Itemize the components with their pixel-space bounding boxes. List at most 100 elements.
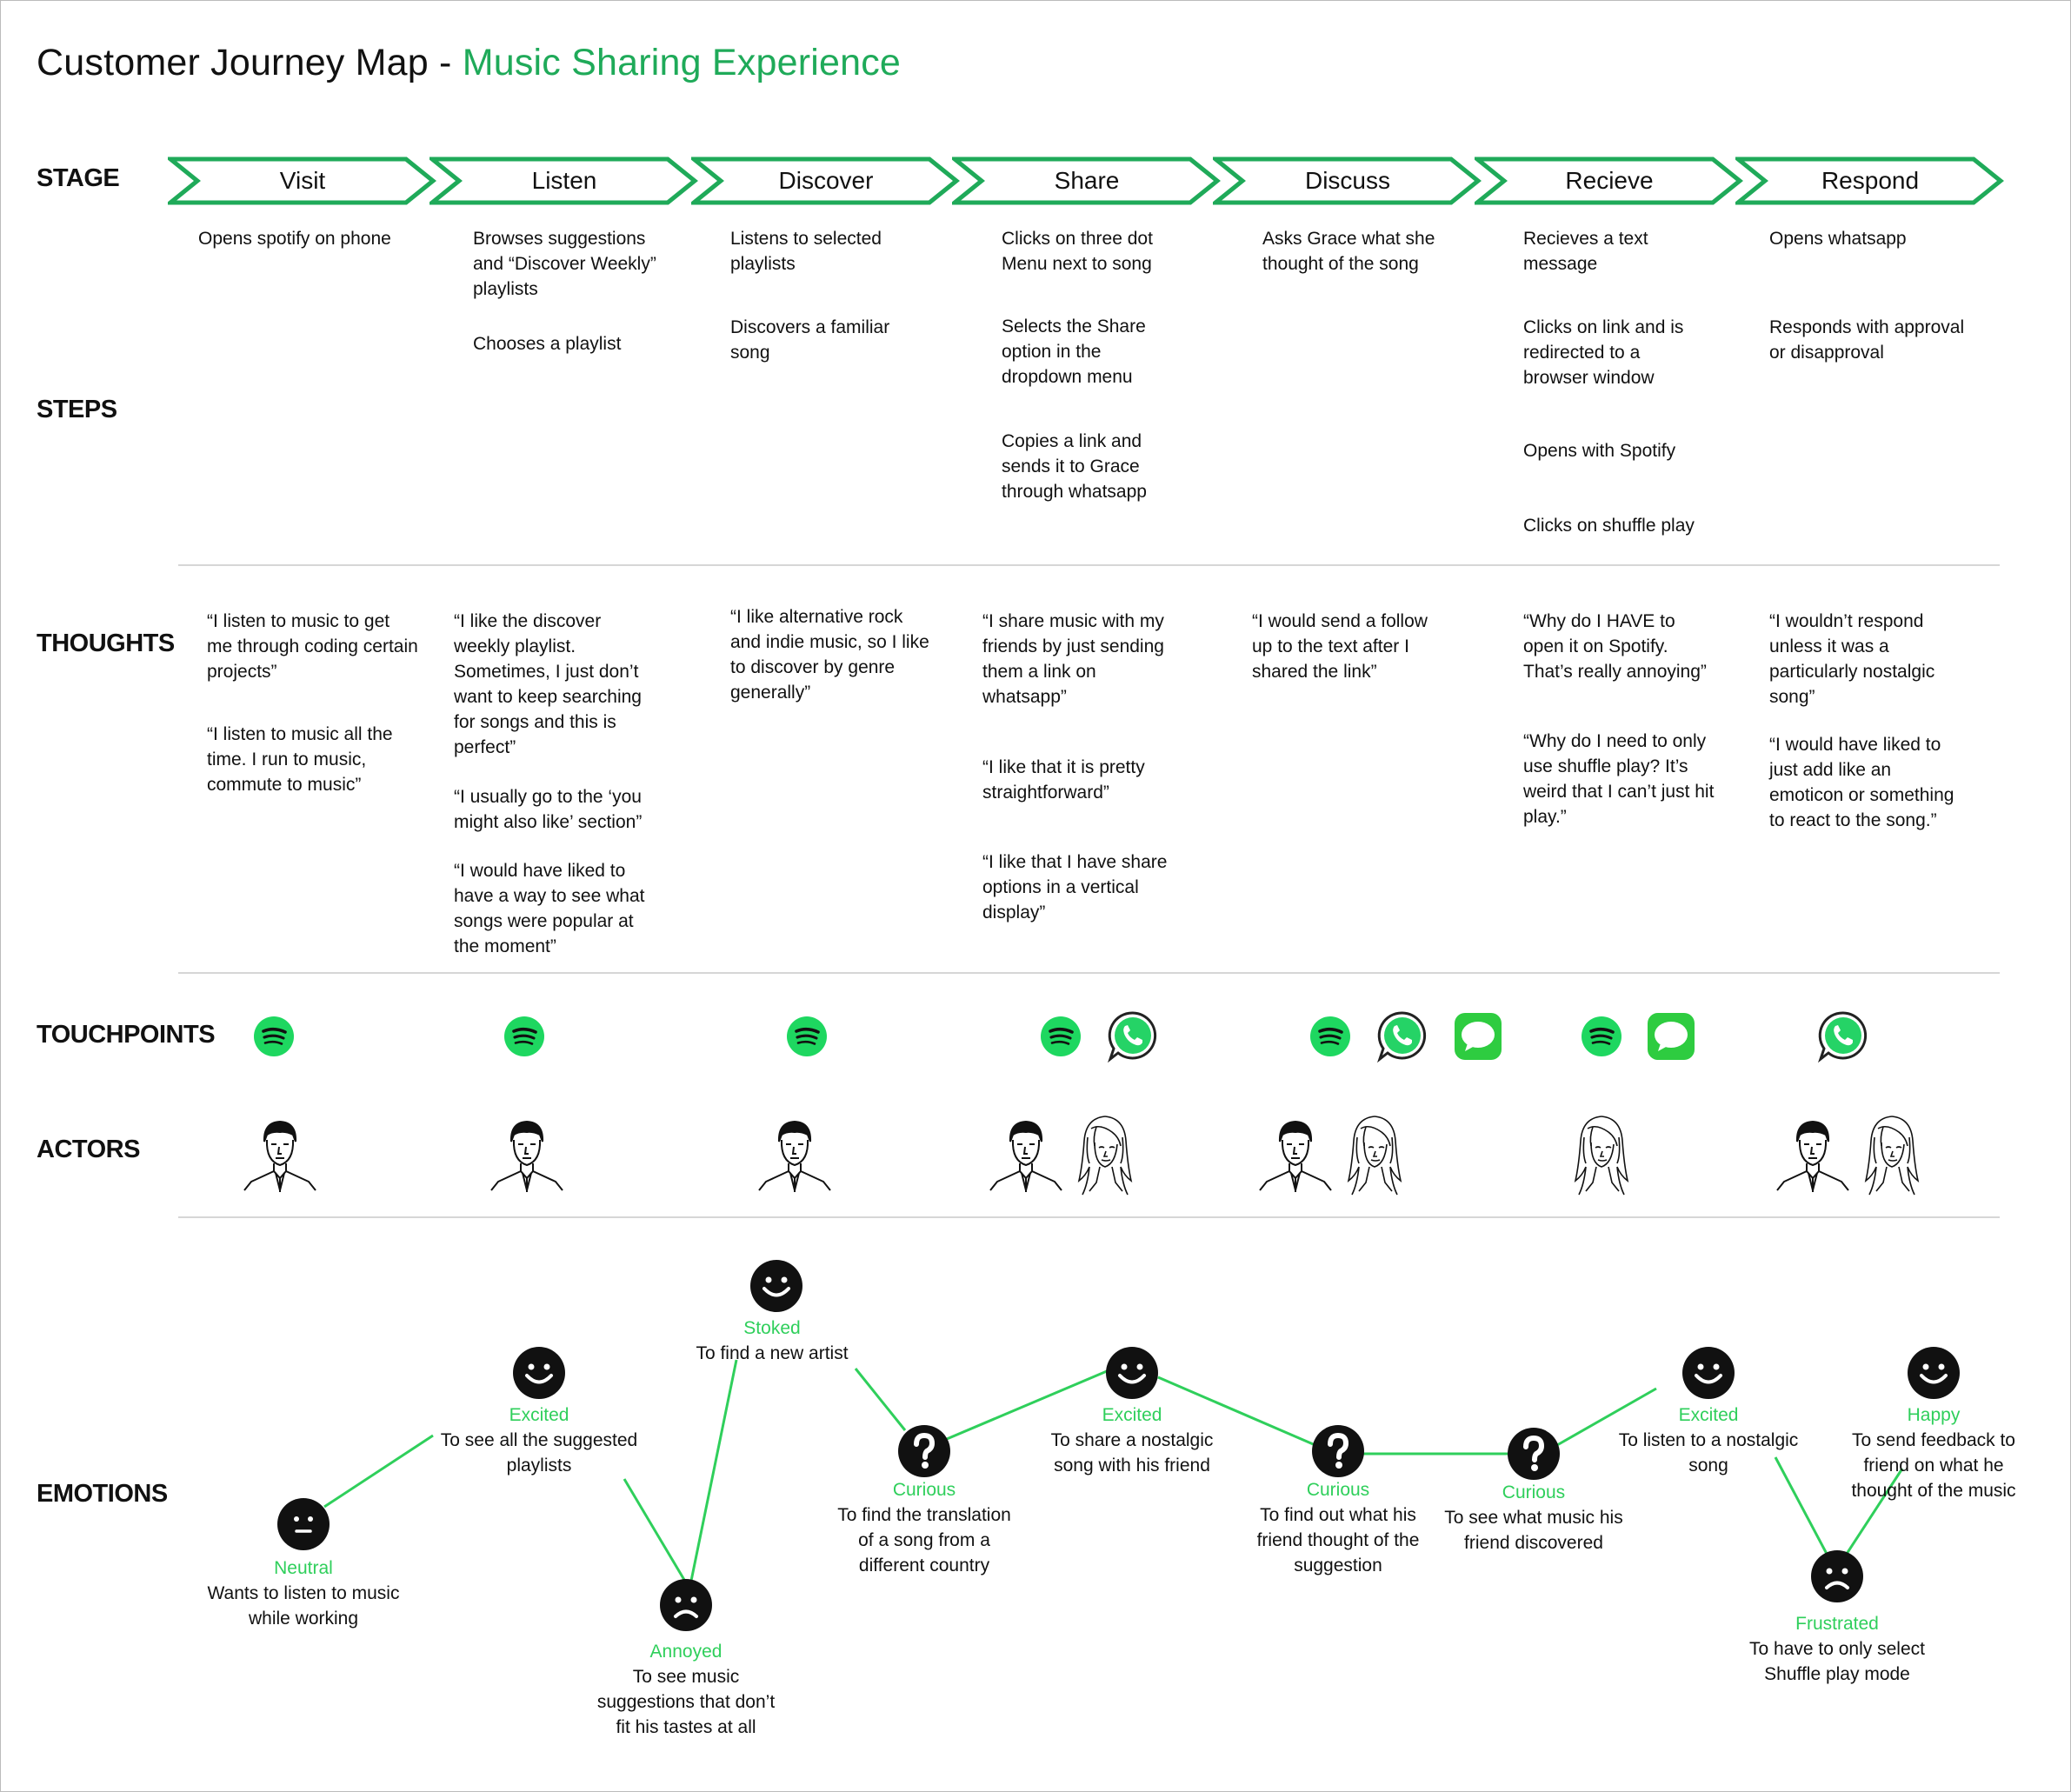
- stage-share: Share: [952, 157, 1222, 205]
- whatsapp-icon: [1816, 1009, 1870, 1068]
- emotion-connector: [689, 1359, 738, 1582]
- emotion-question-icon: [1508, 1428, 1560, 1480]
- stage-arrow-shape: [168, 157, 436, 205]
- emotion-connector: [1556, 1387, 1657, 1447]
- emotion-happy-icon: [513, 1347, 565, 1399]
- step-text: Clicks on shuffle play: [1523, 516, 1695, 536]
- female-user-icon: [1567, 1111, 1636, 1202]
- emotion-name: Annoyed: [649, 1642, 723, 1662]
- whatsapp-icon: [1106, 1009, 1160, 1068]
- stage-visit: Visit: [168, 157, 437, 205]
- stage-arrow-shape: [1735, 157, 2004, 205]
- emotion-name: Excited: [1102, 1405, 1162, 1425]
- spotify-icon: [1581, 1016, 1622, 1062]
- row-label-emotions: EMOTIONS: [37, 1480, 168, 1508]
- stage-arrow-shape: [1475, 157, 1743, 205]
- spotify-icon: [1309, 1016, 1351, 1062]
- male-user-icon: [241, 1116, 319, 1198]
- emotion-name: Happy: [1907, 1405, 1961, 1425]
- row-label-steps: STEPS: [37, 396, 117, 423]
- stage-recieve: Recieve: [1475, 157, 1744, 205]
- stage-label: Discuss: [1304, 167, 1390, 194]
- emotion-happy-icon: [1682, 1347, 1735, 1399]
- emotion-name: Curious: [1502, 1482, 1566, 1502]
- emotion-connector: [854, 1368, 907, 1431]
- messages-icon: [1647, 1012, 1695, 1065]
- spotify-icon: [786, 1016, 828, 1062]
- row-label-stage: STAGE: [37, 164, 120, 192]
- messages-icon: [1454, 1012, 1502, 1065]
- emotion-neutral-icon: [277, 1498, 330, 1550]
- stage-arrow-shape: [952, 157, 1221, 205]
- male-user-icon: [987, 1116, 1065, 1198]
- title-subtitle: Music Sharing Experience: [462, 42, 902, 83]
- emotion-sad-icon: [1811, 1550, 1863, 1602]
- divider-thoughts-touchpoints: [178, 972, 2000, 974]
- stage-discuss: Discuss: [1213, 157, 1482, 205]
- male-user-icon: [756, 1116, 834, 1198]
- emotion-name: Curious: [1306, 1480, 1370, 1500]
- stage-label: Share: [1054, 167, 1120, 194]
- spotify-icon: [1040, 1016, 1082, 1062]
- page-title: Customer Journey Map - Music Sharing Exp…: [37, 42, 901, 84]
- emotion-name: Excited: [509, 1405, 569, 1425]
- step-text: Opens spotify on phone: [198, 229, 391, 249]
- emotion-name: Curious: [892, 1480, 956, 1500]
- divider-steps-thoughts: [178, 564, 2000, 566]
- emotion-happy-icon: [750, 1260, 802, 1312]
- row-label-touchpoints: TOUCHPOINTS: [37, 1021, 216, 1049]
- stage-arrow-shape: [1213, 157, 1482, 205]
- emotion-connector: [623, 1478, 689, 1585]
- step-text: Opens with Spotify: [1523, 441, 1676, 461]
- stage-discover: Discover: [691, 157, 961, 205]
- step-text: Opens whatsapp: [1769, 229, 1907, 249]
- female-user-icon: [1857, 1111, 1927, 1202]
- stage-label: Discover: [778, 167, 874, 194]
- emotion-connector: [946, 1369, 1108, 1441]
- emotion-connector: [323, 1434, 434, 1509]
- male-user-icon: [488, 1116, 566, 1198]
- stage-arrow-shape: [691, 157, 960, 205]
- stage-label: Visit: [279, 167, 326, 194]
- emotion-name: Frustrated: [1795, 1614, 1879, 1634]
- stage-respond: Respond: [1735, 157, 2005, 205]
- row-label-thoughts: THOUGHTS: [37, 630, 175, 657]
- stage-label: Recieve: [1565, 167, 1654, 194]
- whatsapp-icon: [1375, 1009, 1429, 1068]
- male-user-icon: [1256, 1116, 1335, 1198]
